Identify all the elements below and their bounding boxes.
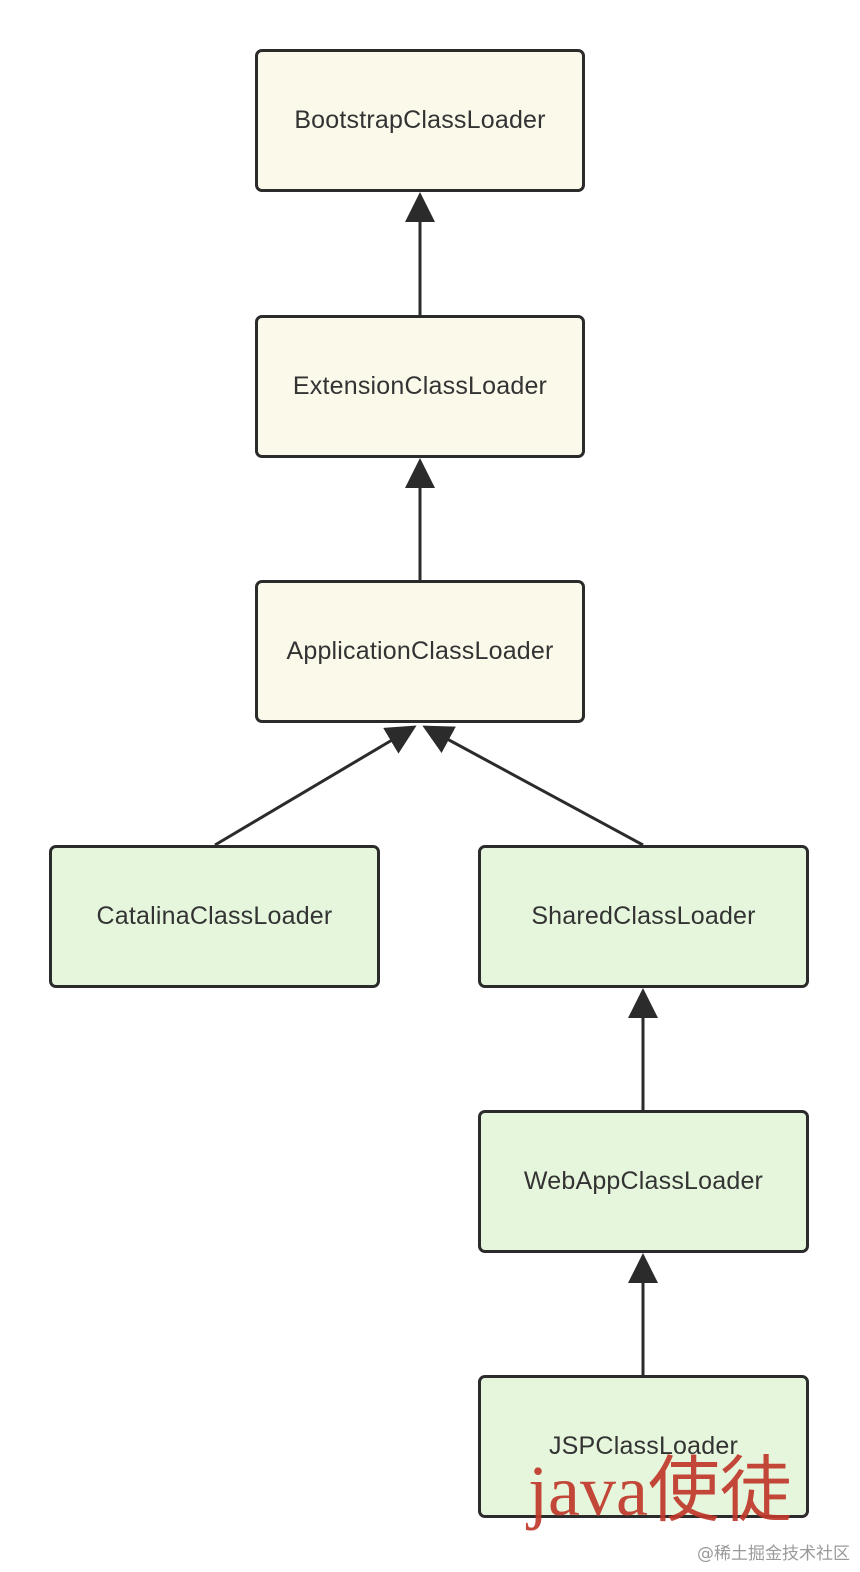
webapp-classloader-label: WebAppClassLoader	[523, 1167, 764, 1195]
extension-classloader-node: ExtensionClassLoader	[255, 315, 585, 458]
application-classloader-label: ApplicationClassLoader	[286, 637, 554, 665]
watermark-java-shitu: java使徒	[528, 1451, 792, 1531]
shared-classloader-node: SharedClassLoader	[478, 845, 809, 988]
shared-classloader-label: SharedClassLoader	[531, 902, 756, 930]
application-classloader-node: ApplicationClassLoader	[255, 580, 585, 723]
extension-classloader-label: ExtensionClassLoader	[292, 372, 548, 400]
bootstrap-classloader-label: BootstrapClassLoader	[294, 106, 546, 134]
catalina-classloader-label: CatalinaClassLoader	[96, 902, 333, 930]
catalina-classloader-node: CatalinaClassLoader	[49, 845, 380, 988]
jsp-classloader-node: JSPClassLoader	[478, 1375, 809, 1518]
webapp-classloader-node: WebAppClassLoader	[478, 1110, 809, 1253]
jsp-classloader-label: JSPClassLoader	[548, 1432, 738, 1460]
edge-shared-to-application	[422, 725, 644, 847]
bootstrap-classloader-node: BootstrapClassLoader	[255, 49, 585, 192]
edge-catalina-to-application	[214, 725, 417, 847]
watermark-juejin-community: @稀土掘金技术社区	[697, 1544, 850, 1564]
